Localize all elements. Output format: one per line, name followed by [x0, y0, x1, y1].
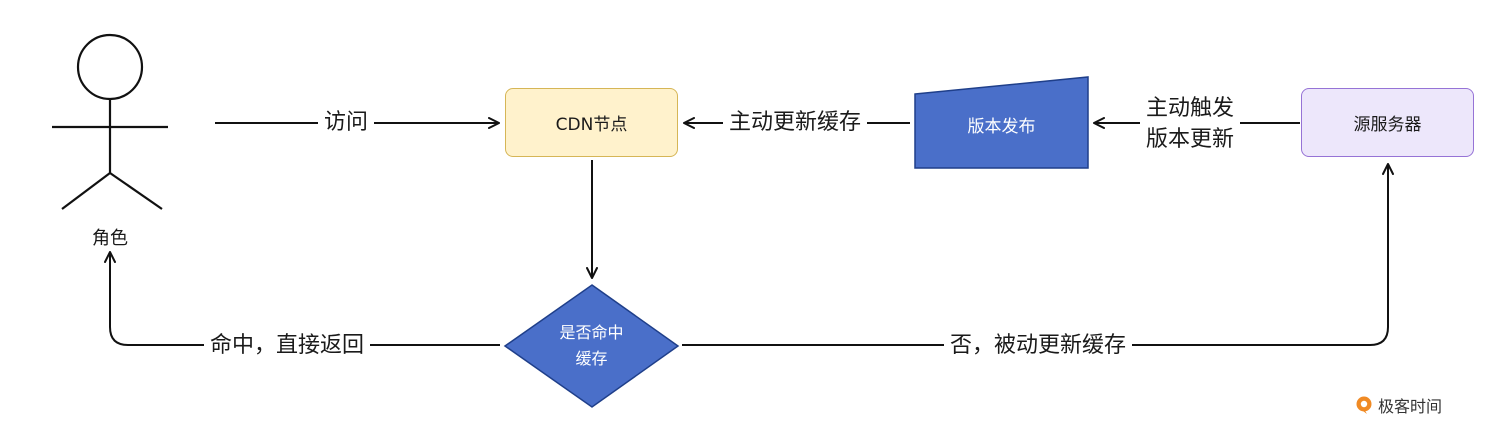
release-node-label: 版本发布	[967, 116, 1036, 137]
cdn-node-label: CDN节点	[555, 115, 628, 135]
brand-logo-icon	[1356, 396, 1372, 414]
edge-label-trigger-line1: 主动触发	[1146, 96, 1235, 121]
actor-left-leg	[61, 172, 111, 210]
edge-label-trigger-line2: 版本更新	[1146, 127, 1235, 152]
edge-miss-update	[682, 163, 1394, 346]
decision-diamond	[503, 284, 680, 408]
release-node: 版本发布	[915, 80, 1088, 168]
decision-node: 是否命中 缓存	[505, 285, 678, 407]
origin-server-label: 源服务器	[1353, 115, 1422, 135]
actor-right-leg	[109, 172, 163, 210]
origin-server-node: 源服务器	[1301, 88, 1474, 157]
release-shape	[914, 76, 1089, 169]
edge-label-visit: 访问	[318, 108, 375, 138]
decision-label-line2: 缓存	[575, 349, 608, 368]
cdn-node: CDN节点	[505, 88, 678, 157]
edge-label-miss-update: 否，被动更新缓存	[944, 331, 1133, 361]
brand-name: 极客时间	[1378, 397, 1443, 416]
brand-watermark: 极客时间	[1354, 393, 1442, 417]
edge-hit-return	[104, 251, 500, 346]
edge-label-active-update: 主动更新缓存	[723, 108, 868, 138]
edge-label-trigger: 主动触发 版本更新	[1140, 93, 1241, 155]
actor-head	[76, 33, 144, 101]
decision-label-line1: 是否命中	[559, 323, 624, 342]
edge-label-hit-return: 命中，直接返回	[204, 331, 371, 361]
actor-figure	[52, 33, 168, 210]
actor-label: 角色	[92, 228, 128, 249]
